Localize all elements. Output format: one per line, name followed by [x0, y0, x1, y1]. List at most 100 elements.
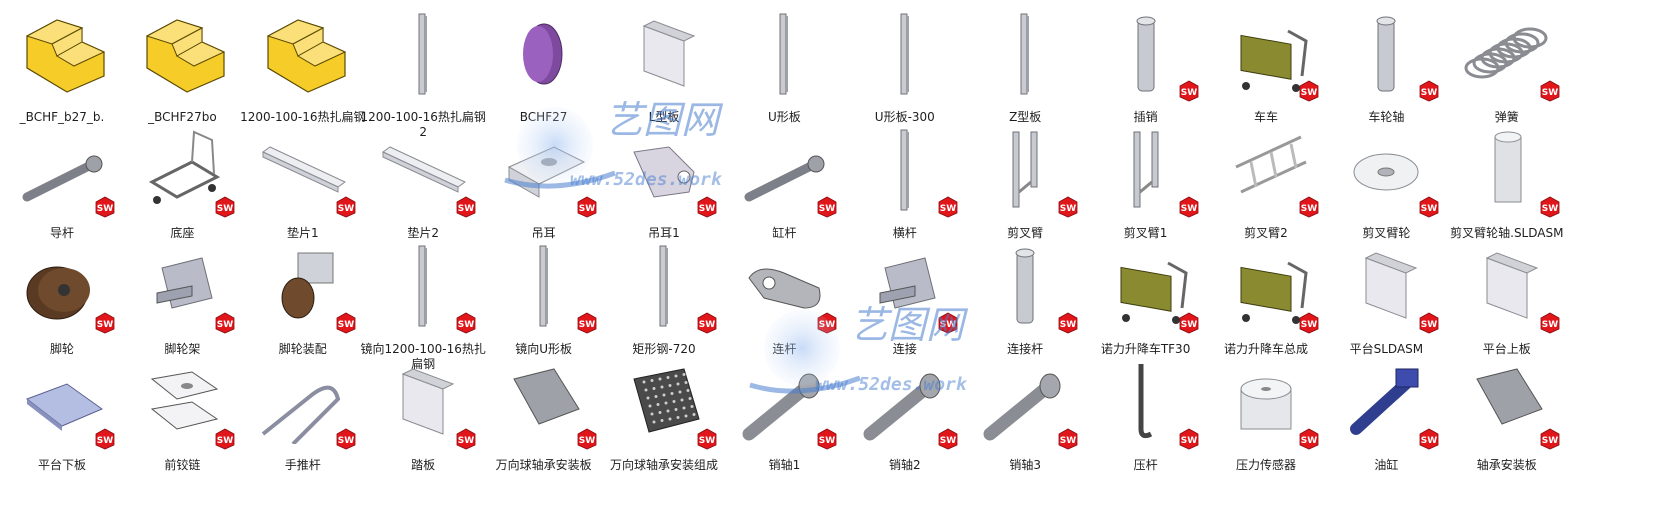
caster-bracket-icon: [132, 238, 232, 328]
solidworks-badge-icon: SW: [937, 312, 959, 334]
u-plate-icon: [734, 6, 834, 96]
solidworks-badge-icon: SW: [214, 312, 236, 334]
file-item[interactable]: 1200-100-16热扎扁钢2: [361, 2, 486, 139]
file-item[interactable]: _BCHF27bo: [122, 2, 242, 124]
solidworks-badge-icon: SW: [1178, 196, 1200, 218]
solidworks-badge-icon: SW: [937, 428, 959, 450]
file-name: 轴承安装板: [1476, 458, 1537, 472]
sw-text: SW: [1421, 88, 1437, 98]
sw-text: SW: [1301, 88, 1317, 98]
solidworks-badge-icon: SW: [1178, 312, 1200, 334]
file-name: 平台下板: [37, 458, 86, 472]
sw-text: SW: [97, 320, 113, 330]
solidworks-badge-icon: SW: [1057, 196, 1079, 218]
file-item[interactable]: Z型板: [965, 2, 1085, 124]
mount-plate-icon: [494, 354, 594, 444]
file-item[interactable]: BCHF27: [484, 2, 604, 124]
file-item[interactable]: SW 车车: [1206, 2, 1326, 124]
solidworks-badge-icon: SW: [1539, 428, 1561, 450]
file-item[interactable]: U形板-300: [845, 2, 965, 124]
press-lever-icon: [1096, 354, 1196, 444]
file-item[interactable]: _BCHF_b27_b.: [2, 2, 122, 124]
sw-text: SW: [940, 204, 956, 214]
file-name: 油缸: [1374, 458, 1399, 472]
file-name: 平台SLDASM: [1349, 342, 1424, 356]
file-item[interactable]: SW 平台SLDASM: [1326, 234, 1446, 356]
sw-text: SW: [338, 320, 354, 330]
file-name: 踏板: [411, 458, 436, 472]
sw-text: SW: [1421, 320, 1437, 330]
file-name: 销轴1: [768, 458, 801, 472]
sw-text: SW: [819, 320, 835, 330]
file-item[interactable]: 1200-100-16热扎扁钢: [240, 2, 365, 124]
sw-text: SW: [1180, 436, 1196, 446]
file-name: 镜向U形板: [515, 342, 572, 356]
file-name: 插销: [1133, 110, 1158, 124]
sw-text: SW: [458, 320, 474, 330]
file-name: U形板-300: [874, 110, 935, 124]
axle-icon: [1336, 6, 1436, 96]
file-name: 弹簧: [1494, 110, 1519, 124]
solidworks-badge-icon: SW: [455, 196, 477, 218]
caster-assembly-icon: [253, 238, 353, 328]
solidworks-badge-icon: SW: [1418, 312, 1440, 334]
lifting-lug-icon: [614, 122, 714, 212]
folder-icon: [12, 6, 112, 96]
file-name: 底座: [170, 226, 195, 240]
file-name: 压力传感器: [1235, 458, 1296, 472]
file-item[interactable]: U形板: [724, 2, 844, 124]
file-name: 导杆: [49, 226, 74, 240]
l-plate-icon: [614, 6, 714, 96]
lift-cart-icon: [1216, 238, 1316, 328]
file-name: 车车: [1253, 110, 1278, 124]
shim-icon: [253, 122, 353, 212]
file-name: 剪叉臂轮轴.SLDASM: [1450, 226, 1564, 240]
sw-text: SW: [819, 204, 835, 214]
file-item[interactable]: L型板: [604, 2, 724, 124]
solidworks-badge-icon: SW: [696, 428, 718, 450]
platform-icon: [1336, 238, 1436, 328]
